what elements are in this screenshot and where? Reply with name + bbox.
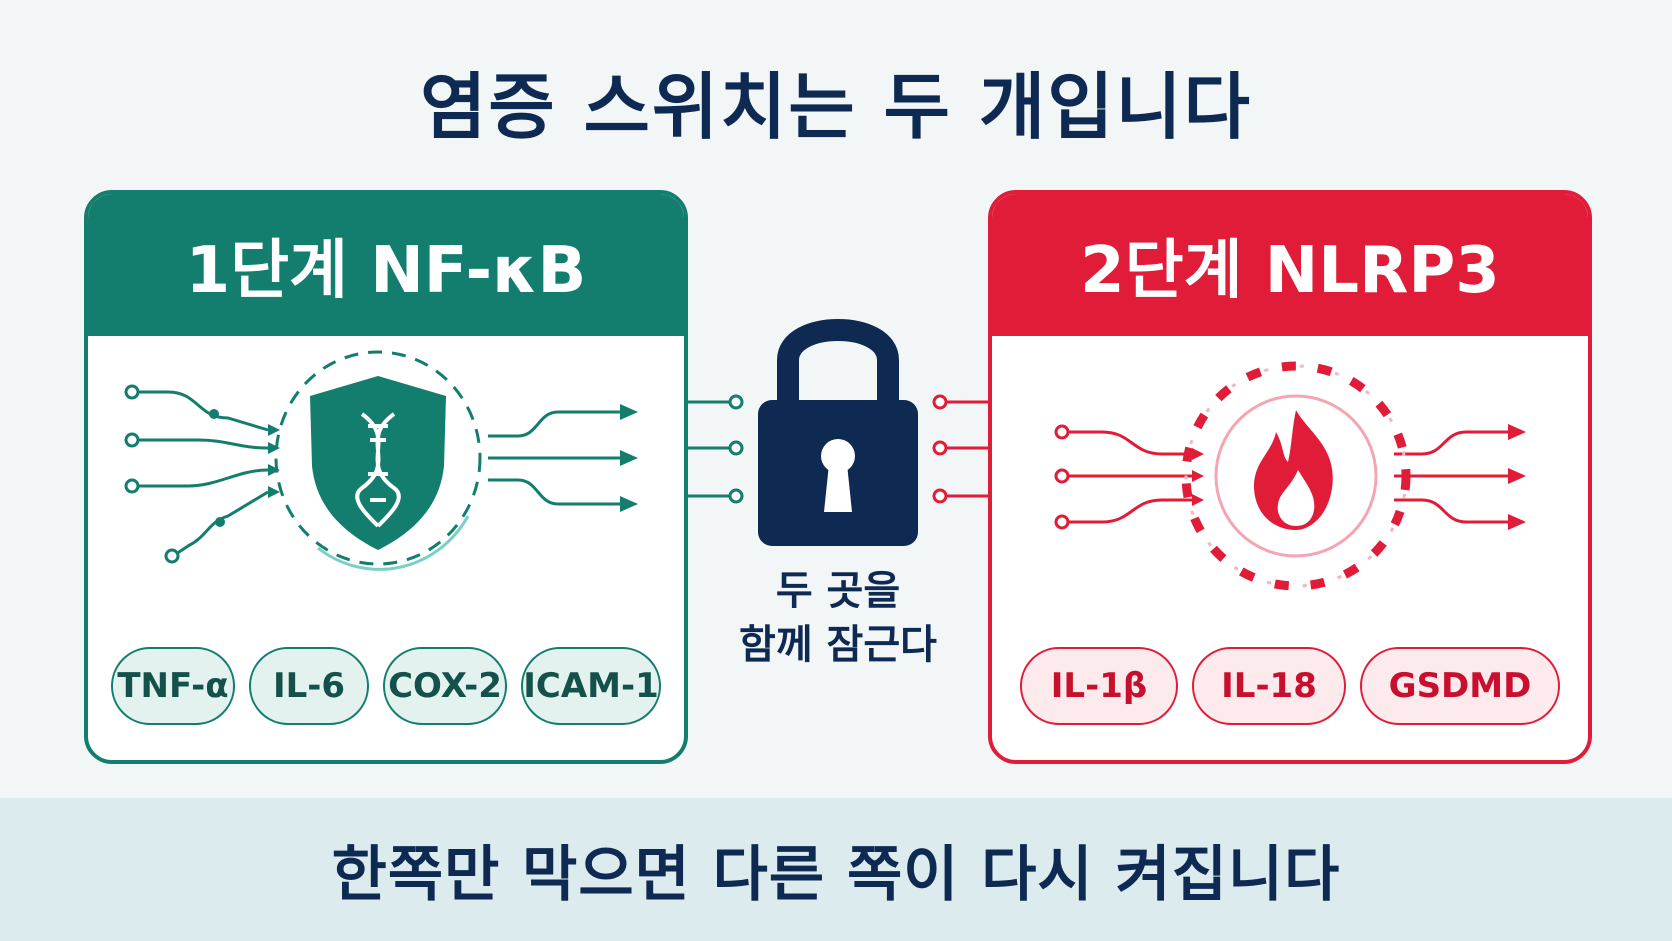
output-signal-line [1394,498,1508,524]
stage2-header: 2단계 NLRP3 [992,194,1588,336]
stage1-header: 1단계 NF-κB [88,194,684,336]
nfkb-target-list: TNF-α IL-6 COX-2 ICAM-1 [88,636,684,736]
arrow-head [620,404,638,420]
arrow-head [268,424,280,436]
nlrp3-target-list: IL-1β IL-18 GSDMD [992,636,1588,736]
dashed-ring [274,350,482,566]
nfkb-signal-diagram [124,350,638,571]
target-pill-gsdmd: GSDMD [1360,647,1560,725]
center-caption-line2: 함께 잠근다 [739,622,937,668]
target-pill-il18: IL-18 [1192,647,1346,725]
stage1-nfkb-panel: 1단계 NF-κB [84,190,688,764]
arrow-head [268,442,280,454]
output-signal-line [488,410,620,438]
page-title: 염증 스위치는 두 개입니다 [420,65,1252,149]
input-signal-line [136,438,269,450]
center-caption: 두 곳을 함께 잠근다 [688,564,988,672]
stage2-nlrp3-panel: 2단계 NLRP3 [988,190,1592,764]
arrow-head [268,464,280,476]
signal-node [124,384,140,400]
input-signal-line [1066,498,1192,524]
output-signal-line [1394,430,1508,456]
footer-caption: 한쪽만 막으면 다른 쪽이 다시 켜집니다 [0,798,1672,941]
input-signal-line [175,490,269,556]
flame-icon [1254,410,1333,530]
activation-ring [1181,361,1411,591]
input-signal-line [136,390,269,432]
padlock-icon [758,319,918,546]
input-signal-line [136,468,269,488]
target-pill-cox2: COX-2 [383,647,507,725]
signal-node [164,548,180,564]
dna-shield-icon [310,376,446,550]
target-pill-icam1: ICAM-1 [521,647,661,725]
signal-node [124,478,140,494]
target-pill-tnf: TNF-α [111,647,235,725]
arrow-head [620,496,638,512]
signal-junction [209,409,219,419]
output-signal-line [488,478,620,506]
signal-node [124,432,140,448]
center-lock-diagram [688,319,988,546]
arrow-head [268,486,280,498]
target-pill-il1b: IL-1β [1020,647,1178,725]
center-caption-line1: 두 곳을 [775,568,901,614]
target-pill-il6: IL-6 [249,647,369,725]
signal-junction [215,517,225,527]
arrow-head [620,450,638,466]
input-signal-line [1066,430,1192,456]
nlrp3-signal-diagram [1054,361,1526,591]
